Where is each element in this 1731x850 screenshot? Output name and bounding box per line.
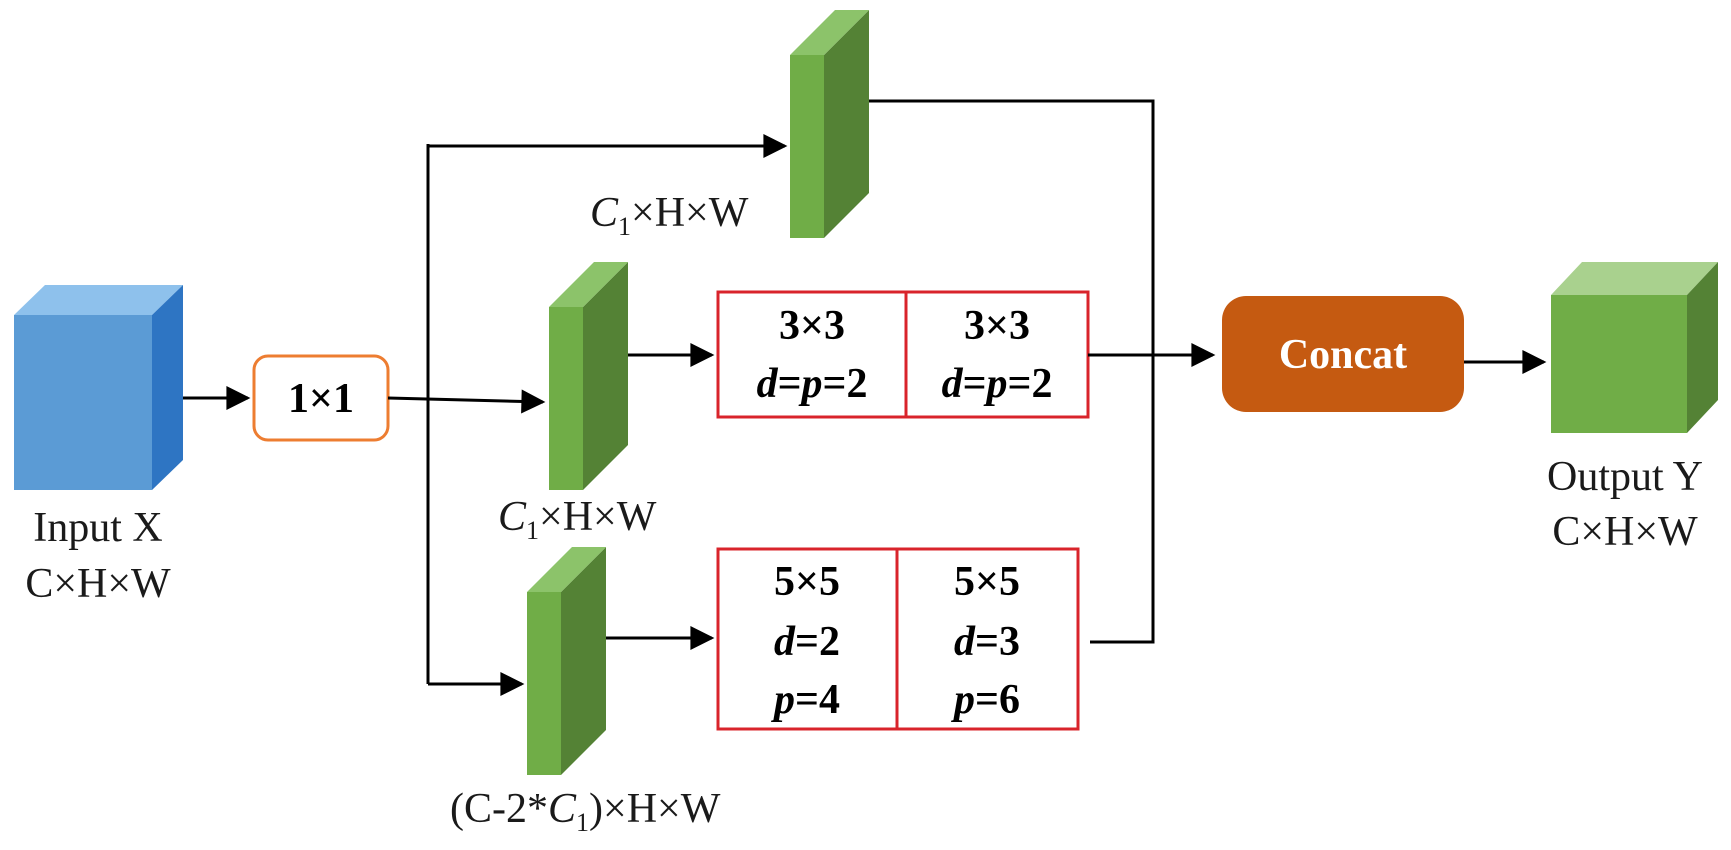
shape-prefix: (C-2* — [450, 786, 548, 832]
feature-map-top-shape: C1×H×W — [590, 190, 749, 241]
dilated-conv-mid-b-params: d=p=2 — [942, 361, 1053, 407]
feature-map-mid-front — [549, 307, 583, 490]
concat-label: Concat — [1279, 332, 1407, 378]
input-cube-side — [152, 285, 183, 490]
shape-dims: )×H×W — [589, 786, 721, 832]
param-d: d — [774, 619, 796, 665]
param-d-value: =3 — [975, 619, 1020, 665]
feature-map-bot-shape: (C-2*C1)×H×W — [450, 786, 721, 837]
dilated-conv-mid-group: 3×3 d=p=2 3×3 d=p=2 — [716, 290, 1090, 419]
shape-subscript: 1 — [576, 808, 589, 837]
feature-map-mid — [549, 262, 628, 490]
dilated-conv-bot-a-padding: p=4 — [771, 677, 840, 723]
param-eq: = — [778, 361, 802, 407]
input-cube-top — [14, 285, 183, 315]
shape-dims: ×H×W — [631, 190, 749, 236]
dilated-conv-bot-b-padding: p=6 — [951, 677, 1020, 723]
shape-subscript: 1 — [618, 212, 631, 241]
feature-map-top-front — [790, 55, 824, 238]
param-d-value: =2 — [795, 619, 840, 665]
input-cube-front — [14, 315, 152, 490]
param-p-value: =6 — [975, 677, 1020, 723]
param-value: 2 — [846, 361, 867, 407]
feature-map-top-side — [824, 10, 869, 238]
dilated-conv-bot-a-dilation: d=2 — [774, 619, 840, 665]
shape-subscript: 1 — [526, 516, 539, 545]
param-eq: = — [823, 361, 847, 407]
edge-top-to-collector — [869, 99, 1155, 644]
dilated-conv-bot-a-kernel: 5×5 — [774, 559, 840, 605]
output-cube-side — [1687, 262, 1718, 433]
dilated-conv-mid-a-kernel: 3×3 — [779, 303, 845, 349]
param-p: p — [771, 677, 795, 723]
concat-box — [1222, 296, 1464, 412]
output-cube-top — [1551, 262, 1718, 295]
shape-symbol: C — [548, 786, 577, 832]
dilated-conv-mid-b-kernel: 3×3 — [964, 303, 1030, 349]
input-shape: C×H×W — [25, 561, 171, 607]
input-cube — [14, 285, 183, 490]
dilated-conv-bot-b-kernel: 5×5 — [954, 559, 1020, 605]
dilated-conv-bot-b-dilation: d=3 — [954, 619, 1020, 665]
dilated-conv-mid-a-params: d=p=2 — [757, 361, 868, 407]
feature-map-bot-side — [561, 547, 606, 775]
param-d: d — [942, 361, 964, 407]
feature-map-top — [790, 10, 869, 238]
feature-map-bot-front — [527, 592, 561, 775]
shape-dims: ×H×W — [539, 494, 657, 540]
feature-map-mid-rim — [549, 262, 628, 307]
dilated-conv-mid-b — [904, 290, 1090, 419]
output-shape: C×H×W — [1552, 509, 1698, 555]
output-cube-front — [1551, 295, 1687, 433]
dilated-conv-bot-a — [716, 547, 899, 731]
param-p-value: =4 — [795, 677, 840, 723]
output-title: Output Y — [1547, 454, 1703, 500]
param-p: p — [951, 677, 975, 723]
conv-1x1-label: 1×1 — [288, 376, 354, 422]
param-value: 2 — [1031, 361, 1052, 407]
param-d: d — [954, 619, 976, 665]
feature-map-bot-rim — [527, 547, 606, 592]
input-title: Input X — [33, 505, 163, 551]
param-eq: = — [963, 361, 987, 407]
output-cube — [1551, 262, 1718, 433]
feature-map-mid-shape: C1×H×W — [498, 494, 657, 545]
feature-map-top-rim — [790, 10, 869, 55]
dilated-conv-bot-b — [895, 547, 1080, 731]
param-eq: = — [1008, 361, 1032, 407]
feature-map-bot — [527, 547, 606, 775]
feature-map-mid-side — [583, 262, 628, 490]
param-p: p — [984, 361, 1008, 407]
dilated-conv-mid-a — [716, 290, 908, 419]
param-d: d — [757, 361, 779, 407]
shape-symbol: C — [590, 190, 619, 236]
dilated-conv-bot-group: 5×5 d=2 p=4 5×5 d=3 p=6 — [716, 547, 1080, 731]
edge-1x1-to-mid-feature — [387, 389, 546, 414]
shape-symbol: C — [498, 494, 527, 540]
param-p: p — [799, 361, 823, 407]
